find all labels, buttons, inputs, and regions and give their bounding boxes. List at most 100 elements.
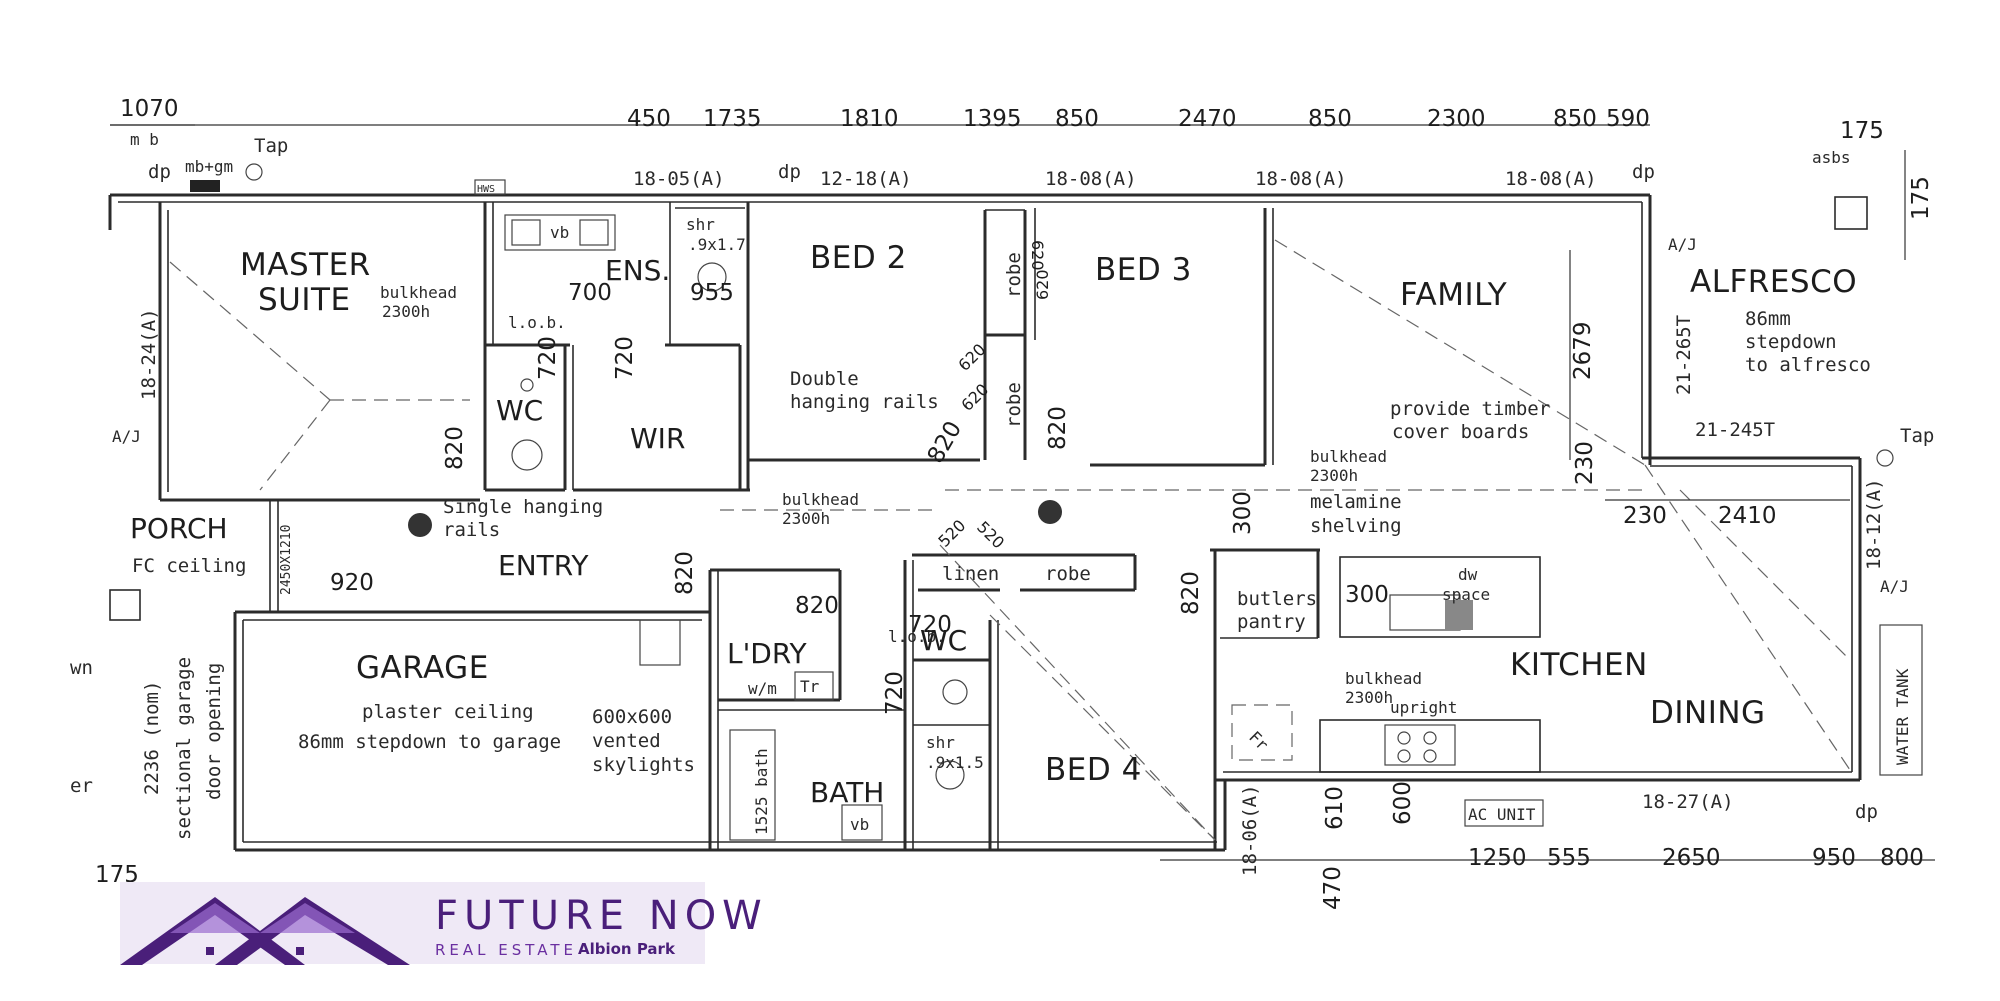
note-bulkhead-master: bulkhead bbox=[380, 283, 457, 302]
dim-620a: 620 bbox=[1028, 240, 1047, 271]
room-ens: ENS. bbox=[605, 254, 670, 287]
dim-bottom-4: 800 bbox=[1880, 845, 1924, 871]
dim-top-7: 850 bbox=[1308, 106, 1352, 132]
brand-title: FUTURE NOW bbox=[435, 893, 768, 939]
room-master-line2: SUITE bbox=[258, 282, 351, 318]
room-family: FAMILY bbox=[1400, 277, 1507, 313]
room-dining: DINING bbox=[1650, 695, 1766, 731]
note-fr: Fr bbox=[1245, 727, 1272, 754]
dim-720a: 720 bbox=[535, 336, 561, 380]
dim-300b: 300 bbox=[1345, 582, 1389, 608]
note-alf-2: stepdown bbox=[1745, 331, 1837, 353]
note-timber-2: cover boards bbox=[1392, 421, 1529, 443]
note-shr1-size: .9x1.7 bbox=[688, 235, 746, 254]
note-single-1: Single hanging bbox=[443, 496, 603, 518]
dim-520a: 520 bbox=[934, 516, 969, 551]
dim-820c: 820 bbox=[1045, 406, 1071, 450]
note-melamine-1: melamine bbox=[1310, 491, 1402, 513]
note-garage-door-3: door opening bbox=[203, 663, 225, 800]
note-bath-size: 1525 bath bbox=[752, 748, 771, 835]
kitchen-benches bbox=[1231, 556, 1541, 773]
dim-2410: 2410 bbox=[1718, 503, 1777, 529]
dim-820a: 820 bbox=[442, 426, 468, 470]
room-robe-hall: robe bbox=[1045, 563, 1091, 585]
dim-300a: 300 bbox=[1230, 491, 1256, 535]
note-window-top-3: 18-08(A) bbox=[1045, 168, 1137, 190]
note-tr: Tr bbox=[800, 677, 820, 696]
note-dp-3: dp bbox=[1632, 161, 1655, 183]
dim-top-6: 2470 bbox=[1178, 106, 1237, 132]
dim-230a: 230 bbox=[1572, 441, 1598, 485]
note-water-tank: WATER TANK bbox=[1893, 668, 1912, 765]
note-lob-2: l.o.b. bbox=[888, 627, 946, 646]
dim-720c: 720 bbox=[908, 612, 952, 638]
dim-820f: 820 bbox=[1178, 571, 1204, 615]
roof-hip-lines bbox=[169, 239, 1851, 841]
dim-820d: 820 bbox=[672, 551, 698, 595]
note-lob-1: l.o.b. bbox=[508, 313, 566, 332]
dim-top-10: 590 bbox=[1606, 106, 1650, 132]
note-alf-1: 86mm bbox=[1745, 308, 1791, 330]
note-bulkhead-master-h: 2300h bbox=[382, 302, 430, 321]
note-vb: vb bbox=[550, 223, 569, 242]
note-aj-1: A/J bbox=[112, 427, 141, 446]
note-tap-front: Tap bbox=[254, 135, 288, 157]
room-bath: BATH bbox=[810, 776, 884, 809]
dim-top-8: 2300 bbox=[1427, 106, 1486, 132]
note-shr-1: shr bbox=[686, 215, 715, 234]
note-skylight-1: 600x600 bbox=[592, 706, 672, 728]
brand-subtitle: REAL ESTATE bbox=[435, 941, 578, 959]
note-wn: wn bbox=[70, 657, 93, 679]
room-garage: GARAGE bbox=[356, 650, 489, 686]
room-porch: PORCH bbox=[130, 512, 228, 545]
note-garage-door-2: sectional garage bbox=[173, 657, 195, 840]
note-bulkhead-family: bulkhead bbox=[1310, 447, 1387, 466]
note-dw-2: space bbox=[1442, 585, 1490, 604]
room-kitchen: KITCHEN bbox=[1510, 647, 1648, 683]
note-ac-unit: AC UNIT bbox=[1468, 805, 1536, 824]
room-ldry: L'DRY bbox=[727, 637, 808, 670]
dim-right-175: 175 bbox=[1908, 176, 1934, 220]
room-bed3: BED 3 bbox=[1095, 252, 1192, 288]
dim-720b: 720 bbox=[612, 336, 638, 380]
note-window-top-5: 18-08(A) bbox=[1505, 168, 1597, 190]
dim-520b: 520 bbox=[973, 517, 1008, 552]
room-master-line1: MASTER bbox=[240, 247, 371, 283]
note-window-bot1: 18-27(A) bbox=[1642, 791, 1734, 813]
note-double-2: hanging rails bbox=[790, 391, 939, 413]
dim-bottom-2: 2650 bbox=[1662, 845, 1721, 871]
room-robe-bed2a: robe bbox=[1003, 252, 1025, 298]
dim-top-4: 1395 bbox=[963, 106, 1022, 132]
note-fc-ceiling: FC ceiling bbox=[132, 555, 246, 577]
note-window-top-1: 18-05(A) bbox=[633, 168, 725, 190]
dim-top-3: 1810 bbox=[840, 106, 899, 132]
note-dp-2: dp bbox=[778, 161, 801, 183]
interior-walls bbox=[269, 202, 1320, 850]
note-hws: HWS bbox=[477, 184, 495, 195]
note-skylight-2: vented bbox=[592, 730, 661, 752]
note-wm: w/m bbox=[748, 679, 777, 698]
room-butlers-line2: pantry bbox=[1237, 611, 1306, 633]
dim-955: 955 bbox=[690, 280, 734, 306]
note-mbgm: mb+gm bbox=[185, 157, 233, 176]
room-labels: MASTER SUITE ENS. BED 2 BED 3 FAMILY ALF… bbox=[130, 240, 1857, 809]
note-mb: m b bbox=[130, 130, 159, 149]
note-window-top-2: 12-18(A) bbox=[820, 168, 912, 190]
room-alfresco: ALFRESCO bbox=[1690, 264, 1857, 300]
note-shr-2: shr bbox=[926, 733, 955, 752]
dim-top-9: 850 bbox=[1553, 106, 1597, 132]
note-vb2: vb bbox=[850, 815, 869, 834]
dim-470: 470 bbox=[1320, 866, 1346, 910]
dim-bottom-1: 555 bbox=[1547, 845, 1591, 871]
brand-logo-house-icon bbox=[120, 897, 410, 965]
note-bulkhead-entry: bulkhead bbox=[782, 490, 859, 509]
dim-top-11: 175 bbox=[1840, 118, 1884, 144]
brand-location: Albion Park bbox=[578, 940, 675, 958]
dimension-labels: 1070 450 1735 1810 1395 850 2470 850 230… bbox=[95, 96, 1934, 910]
fixtures bbox=[109, 163, 1923, 841]
dim-600: 600 bbox=[1390, 781, 1416, 825]
note-stepdown-garage: 86mm stepdown to garage bbox=[298, 731, 561, 753]
dim-top-5: 850 bbox=[1055, 106, 1099, 132]
note-melamine-2: shelving bbox=[1310, 515, 1402, 537]
